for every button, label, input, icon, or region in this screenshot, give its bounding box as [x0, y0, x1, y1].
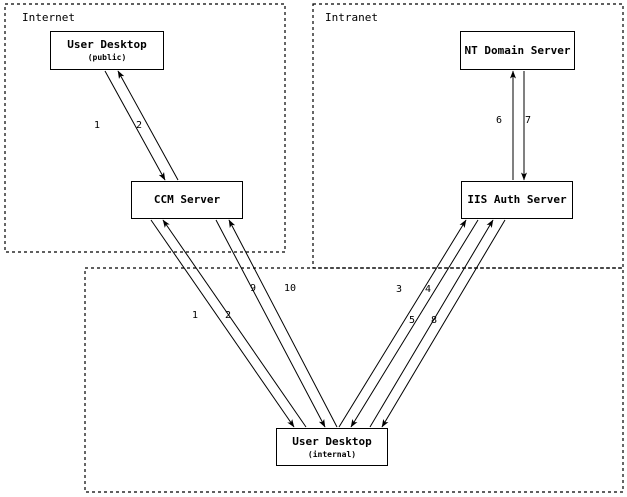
zone-label-intranet: Intranet [325, 11, 378, 24]
node-title: User Desktop [67, 38, 147, 51]
connector-4 [350, 219, 479, 428]
flow-step-label-3: 3 [396, 284, 403, 295]
flow-step-label-7: 7 [525, 115, 532, 126]
connector-9 [215, 219, 326, 428]
node-user-desktop-internal[interactable]: User Desktop (internal) [276, 428, 388, 466]
zone-internet-border [4, 3, 286, 253]
zone-internal-border [84, 267, 624, 493]
connector-5 [369, 219, 494, 428]
node-iis-auth-server[interactable]: IIS Auth Server [461, 181, 573, 219]
flow-step-label-4: 4 [425, 284, 432, 295]
connector-3 [338, 219, 467, 428]
flow-step-label-1-internal: 1 [192, 310, 199, 321]
node-title: CCM Server [153, 193, 221, 206]
flow-step-label-2-internal: 2 [225, 310, 232, 321]
node-user-desktop-public[interactable]: User Desktop (public) [50, 31, 164, 70]
flow-step-label-6: 6 [496, 115, 503, 126]
node-ccm-server[interactable]: CCM Server [131, 181, 243, 219]
flow-step-label-9: 9 [250, 283, 257, 294]
node-title: User Desktop [292, 434, 372, 448]
connector-2-internal [162, 219, 307, 428]
flow-step-label-10: 10 [284, 283, 297, 294]
node-nt-domain-server[interactable]: NT Domain Server [460, 31, 575, 70]
connector-10 [228, 219, 338, 428]
connector-2-public [117, 70, 179, 181]
connector-1-public [104, 70, 166, 181]
node-title: NT Domain Server [464, 43, 571, 57]
zone-intranet-border [312, 3, 624, 269]
flow-step-label-5: 5 [409, 315, 416, 326]
node-subtitle: (public) [87, 53, 127, 62]
zone-label-internet: Internet [22, 11, 75, 24]
connector-8 [381, 219, 506, 428]
node-title: IIS Auth Server [467, 193, 567, 206]
node-subtitle: (internal) [307, 449, 357, 459]
flow-step-label-8: 8 [431, 315, 438, 326]
flow-step-label-2-public: 2 [136, 120, 143, 131]
flow-step-label-1-public: 1 [94, 120, 101, 131]
connector-1-internal [150, 219, 295, 428]
